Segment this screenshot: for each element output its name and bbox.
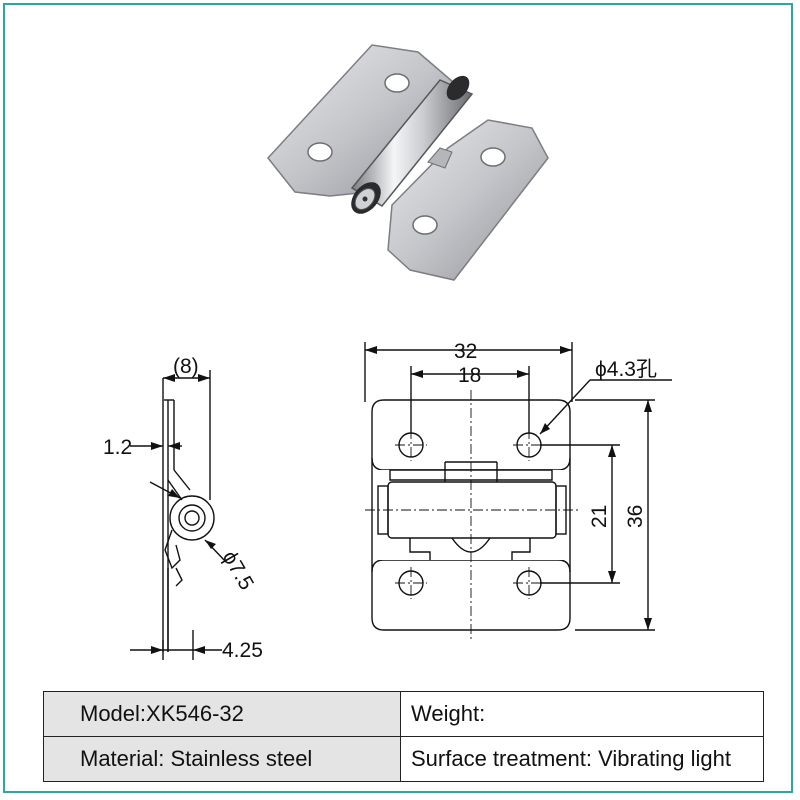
mount-hole bbox=[480, 147, 506, 167]
mount-hole bbox=[412, 215, 438, 235]
hinge-product-photo bbox=[267, 44, 549, 281]
spec-table: Model:XK546-32 Weight: Material: Stainle… bbox=[43, 691, 764, 782]
table-row: Model:XK546-32 Weight: bbox=[43, 691, 764, 737]
dim-hole-spacing-x: 18 bbox=[458, 364, 481, 387]
material-cell: Material: Stainless steel bbox=[43, 736, 401, 782]
weight-cell: Weight: bbox=[400, 691, 764, 737]
dim-overall-width: 32 bbox=[454, 340, 477, 363]
surface-cell: Surface treatment: Vibrating light bbox=[400, 736, 764, 782]
pin-center bbox=[362, 196, 368, 202]
spring-tab bbox=[427, 147, 453, 169]
dim-hole-callout: ϕ4.3孔 bbox=[595, 358, 657, 381]
dim-pin-diameter: ϕ7.5 bbox=[218, 547, 258, 594]
barrel-top-cap bbox=[446, 75, 470, 101]
dim-side-offset: 4.25 bbox=[222, 639, 263, 662]
mount-hole bbox=[307, 142, 333, 162]
side-view bbox=[162, 378, 215, 652]
mount-hole bbox=[384, 73, 410, 93]
dim-hole-spacing-y: 21 bbox=[588, 505, 611, 528]
dim-overall-height: 36 bbox=[624, 505, 647, 528]
hinge-leaf-lower bbox=[387, 119, 549, 281]
page-frame bbox=[3, 3, 793, 793]
dim-side-width: (8) bbox=[173, 355, 199, 378]
dim-plate-thickness: 1.2 bbox=[103, 436, 132, 459]
model-cell: Model:XK546-32 bbox=[43, 691, 401, 737]
table-row: Material: Stainless steel Surface treatm… bbox=[43, 736, 764, 782]
technical-drawing: 32 18 ϕ4.3孔 21 36 (8) 1.2 ϕ7.5 4.25 bbox=[103, 340, 672, 662]
